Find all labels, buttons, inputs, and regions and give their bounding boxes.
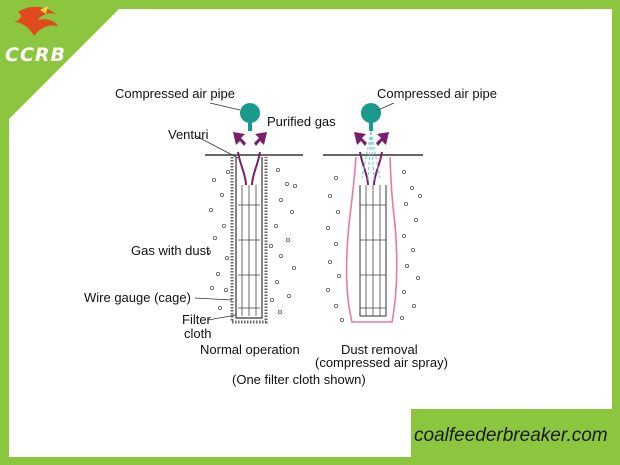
venturi-right	[359, 151, 369, 186]
dust-particles-left	[206, 167, 297, 314]
label-filter-cloth-line2: cloth	[184, 326, 212, 341]
dust-cake-left	[230, 157, 268, 324]
website-banner	[411, 409, 620, 465]
filter-cloth-inflated	[345, 156, 398, 323]
purified-gas-arrow-left-b	[254, 132, 267, 146]
brand-logo-text: CCRB	[5, 44, 66, 66]
label-venturi: Venturi	[168, 127, 209, 142]
frame-bottom-bar	[0, 457, 620, 465]
caption-dust-removal: Dust removal	[341, 342, 418, 357]
purified-gas-arrow-right-b	[376, 132, 389, 146]
frame-left-bar	[0, 0, 9, 465]
caption-compressed-air-spray: (compressed air spray)	[315, 355, 448, 370]
filter-cloth-left	[235, 157, 263, 319]
dust-particles-right	[325, 169, 422, 322]
frame-top-bar	[0, 0, 620, 9]
label-compressed-air-pipe-left: Compressed air pipe	[115, 86, 235, 101]
caption-normal-operation: Normal operation	[200, 342, 300, 357]
purified-gas-arrow-right-a	[354, 132, 367, 146]
label-purified-gas: Purified gas	[267, 114, 336, 129]
venturi-left	[237, 151, 247, 186]
website-url: coalfeederbreaker.com	[414, 425, 608, 446]
right-filter-assembly	[323, 102, 423, 323]
left-filter-assembly	[194, 102, 303, 324]
nozzle-right	[361, 103, 381, 123]
nozzle-left	[240, 103, 260, 123]
frame-right-bar	[612, 0, 620, 465]
caption-one-filter-cloth: (One filter cloth shown)	[232, 372, 366, 387]
label-gas-with-dust: Gas with dust	[131, 243, 210, 258]
air-spray	[361, 131, 381, 181]
ccrb-logo-mark	[14, 6, 58, 37]
label-wire-gauge: Wire gauge (cage)	[84, 290, 191, 305]
label-compressed-air-pipe-right: Compressed air pipe	[377, 86, 497, 101]
purified-gas-arrow-left-a	[233, 132, 246, 146]
label-filter-cloth-line1: Filter	[182, 312, 211, 327]
